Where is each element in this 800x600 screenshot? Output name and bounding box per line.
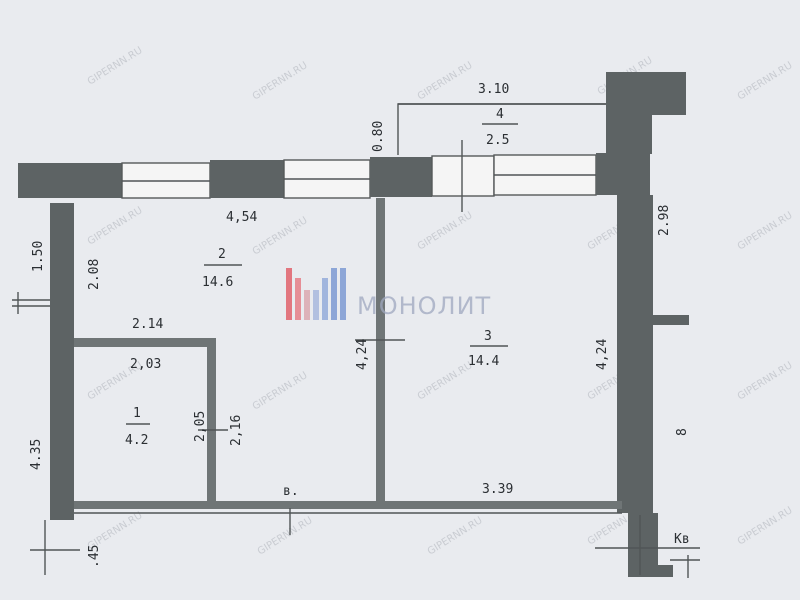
watermark-site: GIPERNN.RU bbox=[426, 515, 485, 557]
apartment-label: Кв bbox=[674, 532, 690, 547]
dim-kitchen-top-inner: 2,03 bbox=[130, 357, 161, 372]
watermark-site: GIPERNN.RU bbox=[251, 60, 310, 102]
monolit-logo-icon bbox=[286, 268, 346, 320]
brand-watermark: МОНОЛИТ bbox=[286, 268, 491, 320]
dim-balcony-depth: 0.80 bbox=[371, 121, 386, 152]
watermark-site: GIPERNN.RU bbox=[416, 60, 475, 102]
right-wall bbox=[617, 195, 653, 513]
dim-left-lower: 4.35 bbox=[29, 439, 44, 470]
dim-room3-right: 4,24 bbox=[595, 339, 610, 370]
dim-kitchen-top-outer: 2.14 bbox=[132, 317, 163, 332]
kitchen-wall-top bbox=[74, 338, 216, 347]
dim-partition-height: 4,24 bbox=[355, 339, 370, 370]
room-area: 14.6 bbox=[202, 275, 233, 290]
right-mark: 8 bbox=[675, 428, 690, 436]
watermark-site: GIPERNN.RU bbox=[736, 505, 795, 547]
dim-room2-left: 2.08 bbox=[87, 259, 102, 290]
dim-room3-bottom: 3.39 bbox=[482, 482, 513, 497]
dim-right-outer: 2.98 bbox=[657, 205, 672, 236]
watermark-site: GIPERNN.RU bbox=[256, 515, 315, 557]
watermark-site: GIPERNN.RU bbox=[736, 360, 795, 402]
room-1-label: 1 4.2 bbox=[125, 406, 150, 448]
watermark-site: GIPERNN.RU bbox=[251, 370, 310, 412]
watermark-site: GIPERNN.RU bbox=[86, 205, 145, 247]
dim-bottom-left: .45 bbox=[87, 545, 102, 568]
room-number: 2 bbox=[218, 247, 226, 262]
watermark-site: GIPERNN.RU bbox=[416, 210, 475, 252]
entrance-label: в. bbox=[283, 484, 299, 499]
room-number: 4 bbox=[496, 107, 504, 122]
balcony-door bbox=[431, 155, 495, 197]
room-area: 2.5 bbox=[486, 133, 509, 148]
right-wall-foot bbox=[628, 565, 673, 577]
top-wall bbox=[18, 153, 650, 199]
kitchen-wall-right bbox=[207, 338, 216, 503]
watermark-site: GIPERNN.RU bbox=[86, 45, 145, 87]
room-4-label: 4 2.5 bbox=[482, 107, 518, 148]
right-wall-bottom bbox=[628, 513, 658, 565]
room-number: 3 bbox=[484, 329, 492, 344]
room-2-label: 2 14.6 bbox=[202, 247, 242, 290]
watermark-site: GIPERNN.RU bbox=[736, 60, 795, 102]
partition-wall bbox=[376, 198, 385, 505]
balcony-side-wall bbox=[606, 72, 652, 154]
watermark-site: GIPERNN.RU bbox=[416, 360, 475, 402]
dim-kitchen-height-b: 2,16 bbox=[229, 415, 244, 446]
watermark-site: GIPERNN.RU bbox=[736, 210, 795, 252]
dim-balcony-width: 3.10 bbox=[478, 82, 509, 97]
room-number: 1 bbox=[133, 406, 141, 421]
watermark-site: GIPERNN.RU bbox=[251, 215, 310, 257]
room-area: 4.2 bbox=[125, 433, 148, 448]
dim-left-upper: 1.50 bbox=[31, 241, 46, 272]
left-wall bbox=[50, 203, 74, 520]
room-3-label: 3 14.4 bbox=[468, 329, 508, 369]
room-area: 14.4 bbox=[468, 354, 499, 369]
dim-room2-top: 4,54 bbox=[226, 210, 257, 225]
bottom-wall bbox=[74, 501, 622, 509]
right-wall-stub bbox=[653, 315, 689, 325]
dim-kitchen-height-a: 2,05 bbox=[193, 411, 208, 442]
brand-name: МОНОЛИТ bbox=[357, 292, 491, 320]
